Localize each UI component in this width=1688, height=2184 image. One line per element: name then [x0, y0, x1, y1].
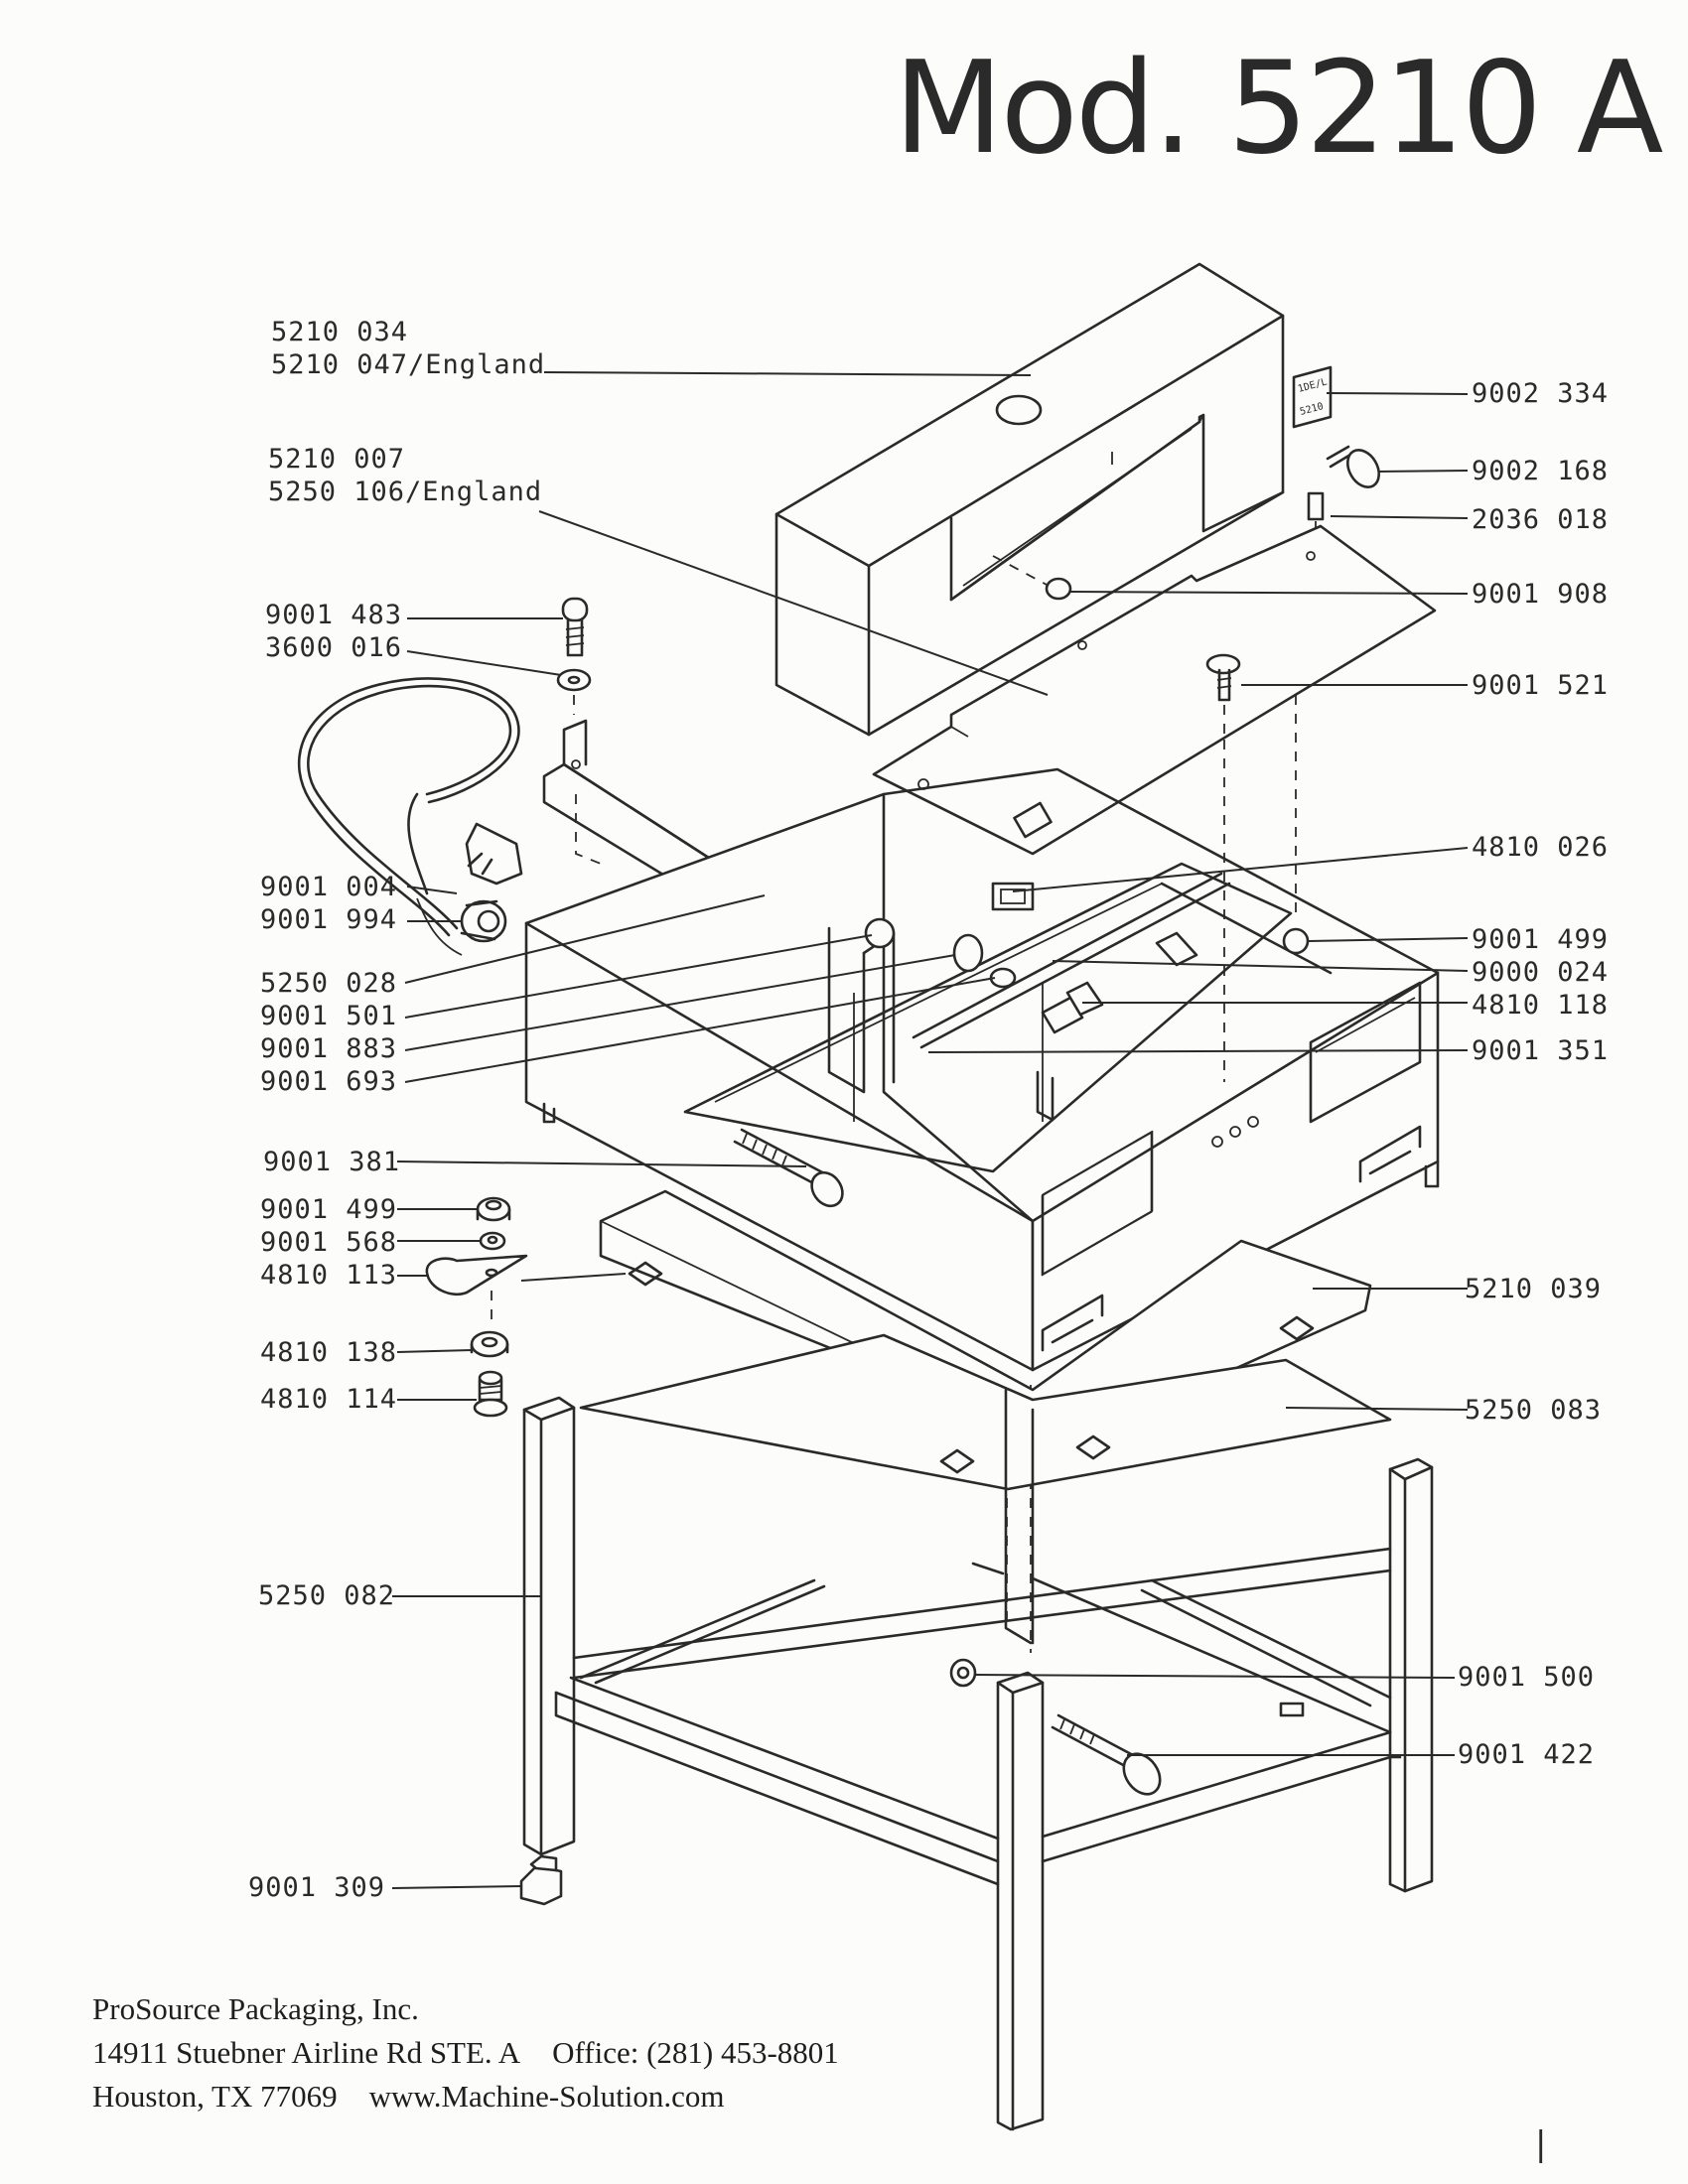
bolt-9001-483	[556, 597, 592, 715]
callout-9001-483: 9001 483 3600 016	[265, 599, 402, 664]
callout-9001-309-line-1: 9001 309	[248, 1872, 386, 1903]
callout-9001-381: 9001 381	[263, 1146, 400, 1178]
street-address: 14911 Stuebner Airline Rd STE. A	[92, 2035, 521, 2070]
callout-9001-500-line-1: 9001 500	[1458, 1662, 1596, 1693]
callout-9001-908: 9001 908	[1472, 578, 1609, 611]
company-name: ProSource Packaging, Inc.	[92, 1991, 419, 2026]
pin-2036-018	[1307, 491, 1325, 541]
callout-9001-499-right: 9001 499 9000 024 4810 118	[1472, 923, 1609, 1022]
screw-9001-908	[992, 555, 1072, 601]
callout-9001-499-left-line-1: 9001 499	[260, 1194, 398, 1225]
callout-4810-026: 4810 026	[1472, 831, 1609, 864]
callout-5210-039-line-1: 5210 039	[1465, 1274, 1603, 1304]
stand-frame	[522, 1396, 1434, 2131]
company-footer: ProSource Packaging, Inc. 14911 Stuebner…	[92, 1987, 839, 2118]
callout-4810-138: 4810 138	[260, 1336, 397, 1369]
callout-9001-351: 9001 351	[1472, 1034, 1609, 1067]
callout-9002-168-line-1: 9002 168	[1472, 456, 1610, 486]
center-small-parts	[864, 917, 1310, 989]
callout-9001-521-line-1: 9001 521	[1472, 670, 1610, 701]
strain-relief	[460, 899, 507, 943]
callout-5210-007: 5210 007 5250 106/England	[268, 443, 542, 508]
callout-2036-018: 2036 018	[1472, 503, 1609, 536]
callout-5210-034-line-1: 5210 034	[271, 317, 409, 347]
top-plate	[872, 524, 1437, 856]
callout-9001-499-right-line-3: 4810 118	[1472, 990, 1610, 1021]
callout-4810-114: 4810 114	[260, 1383, 397, 1416]
bolt-9001-381	[733, 1128, 844, 1208]
callout-5210-034-line-2: 5210 047/England	[271, 349, 546, 380]
callout-9001-004-line-2: 9001 994	[260, 904, 398, 935]
callout-5250-028: 5250 028 9001 501 9001 883 9001 693	[260, 967, 397, 1098]
callout-5250-082-line-1: 5250 082	[258, 1580, 396, 1611]
callout-9001-499-right-line-1: 9001 499	[1472, 924, 1610, 955]
city-line: Houston, TX 77069 www.Machine-Solution.co…	[92, 2075, 839, 2118]
cutaway-lines	[1004, 1388, 1035, 1645]
leader-lines	[391, 371, 1469, 1889]
callout-9001-908-line-1: 9001 908	[1472, 579, 1610, 610]
callout-9002-334: 9002 334	[1472, 377, 1609, 410]
callout-9001-483-line-2: 3600 016	[265, 632, 403, 663]
callout-9001-521: 9001 521	[1472, 669, 1609, 702]
foot-pad-9001-309	[519, 1854, 563, 1906]
callout-9001-004-line-1: 9001 004	[260, 872, 398, 902]
left-hardware-stack	[425, 1196, 528, 1418]
address-line: 14911 Stuebner Airline Rd STE. A Office: …	[92, 2031, 839, 2075]
callout-2036-018-line-1: 2036 018	[1472, 504, 1610, 535]
city-state-zip: Houston, TX 77069	[92, 2079, 338, 2114]
callout-9001-483-line-1: 9001 483	[265, 600, 403, 630]
power-cable	[297, 677, 523, 956]
callout-5250-083-line-1: 5250 083	[1465, 1395, 1603, 1426]
callout-5250-028-line-2: 9001 501	[260, 1001, 398, 1031]
callout-9001-499-left-line-3: 4810 113	[260, 1260, 398, 1291]
callout-5210-007-line-1: 5210 007	[268, 444, 406, 475]
callout-4810-026-line-1: 4810 026	[1472, 832, 1610, 863]
machine-body	[524, 767, 1440, 1372]
callout-9002-168: 9002 168	[1472, 455, 1609, 487]
callout-5210-034: 5210 034 5210 047/England	[271, 316, 545, 381]
callout-5210-007-line-2: 5250 106/England	[268, 477, 543, 507]
screw-9001-521	[1205, 653, 1241, 740]
top-cover-hood	[774, 262, 1285, 737]
callout-9001-499-left: 9001 499 9001 568 4810 113	[260, 1193, 397, 1292]
callout-4810-114-line-1: 4810 114	[260, 1384, 398, 1415]
callout-9001-004: 9001 004 9001 994	[260, 871, 397, 936]
bolt-9001-422	[1051, 1713, 1162, 1796]
side-label-plate: 1DE/L 5210	[1292, 365, 1333, 429]
callout-5250-083: 5250 083	[1465, 1394, 1602, 1427]
nut-9001-500	[949, 1658, 977, 1688]
website-link[interactable]: www.Machine-Solution.com	[368, 2079, 725, 2114]
callout-9001-351-line-1: 9001 351	[1472, 1035, 1610, 1066]
lower-sheet	[579, 1333, 1392, 1491]
office-phone: Office: (281) 453-8801	[552, 2035, 839, 2070]
page-mark: |	[1535, 2124, 1547, 2164]
model-title: Mod. 5210 A	[894, 35, 1663, 183]
callout-9001-309: 9001 309	[248, 1871, 385, 1904]
callout-9001-422-line-1: 9001 422	[1458, 1739, 1596, 1770]
callout-5250-028-line-3: 9001 883	[260, 1033, 398, 1064]
knob-screw-9002-168	[1326, 445, 1381, 488]
callout-9001-499-right-line-2: 9000 024	[1472, 957, 1610, 988]
callout-5210-039: 5210 039	[1465, 1273, 1602, 1305]
callout-5250-028-line-1: 5250 028	[260, 968, 398, 999]
callout-9001-422: 9001 422	[1458, 1738, 1595, 1771]
callout-5250-028-line-4: 9001 693	[260, 1066, 398, 1097]
callout-9002-334-line-1: 9002 334	[1472, 378, 1610, 409]
callout-9001-381-line-1: 9001 381	[263, 1147, 401, 1177]
callout-5250-082: 5250 082	[258, 1579, 395, 1612]
callout-4810-138-line-1: 4810 138	[260, 1337, 398, 1368]
callout-9001-499-left-line-2: 9001 568	[260, 1227, 398, 1258]
callout-9001-500: 9001 500	[1458, 1661, 1595, 1694]
